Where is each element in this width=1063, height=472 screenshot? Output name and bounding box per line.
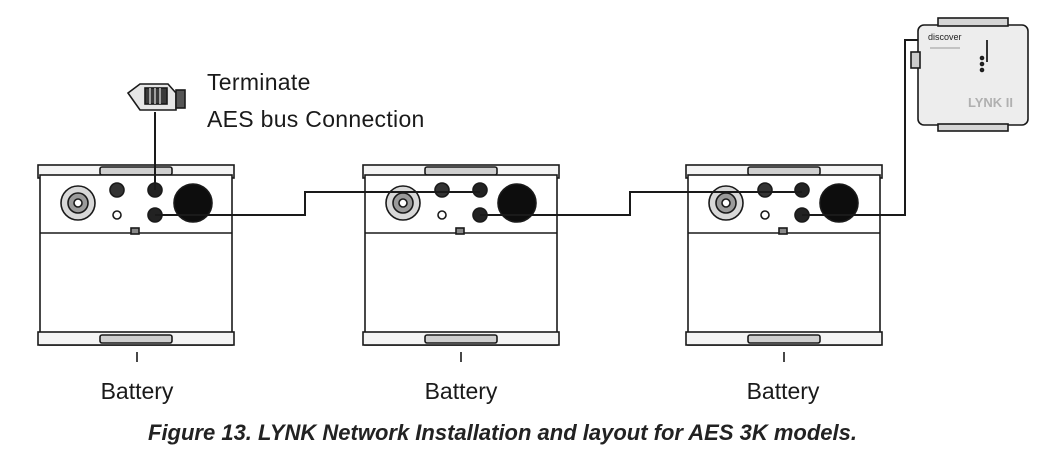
network-cable-1-2 [155,191,480,216]
battery-unit-1 [37,164,235,362]
battery-label-2: Battery [424,378,498,404]
battery-label-3: Battery [746,378,820,404]
network-cable-3-gateway [802,39,928,216]
terminator-label-line-2: AES bus Connection [207,106,425,132]
terminator-label-line-1: Terminate [207,69,311,95]
battery-label-1: Battery [100,378,174,404]
network-cable-2-3 [480,191,802,216]
battery-unit-3 [685,164,883,362]
lynk-gateway-device [910,17,1029,132]
terminator-plug-icon [126,83,186,111]
battery-1-connector-panel [60,182,213,235]
battery-unit-2 [362,164,560,362]
gateway-brand: discover [928,32,962,42]
battery-2-connector-panel [385,182,537,235]
figure-caption: Figure 13. LYNK Network Installation and… [148,420,858,445]
gateway-model: LYNK II [968,95,1013,110]
